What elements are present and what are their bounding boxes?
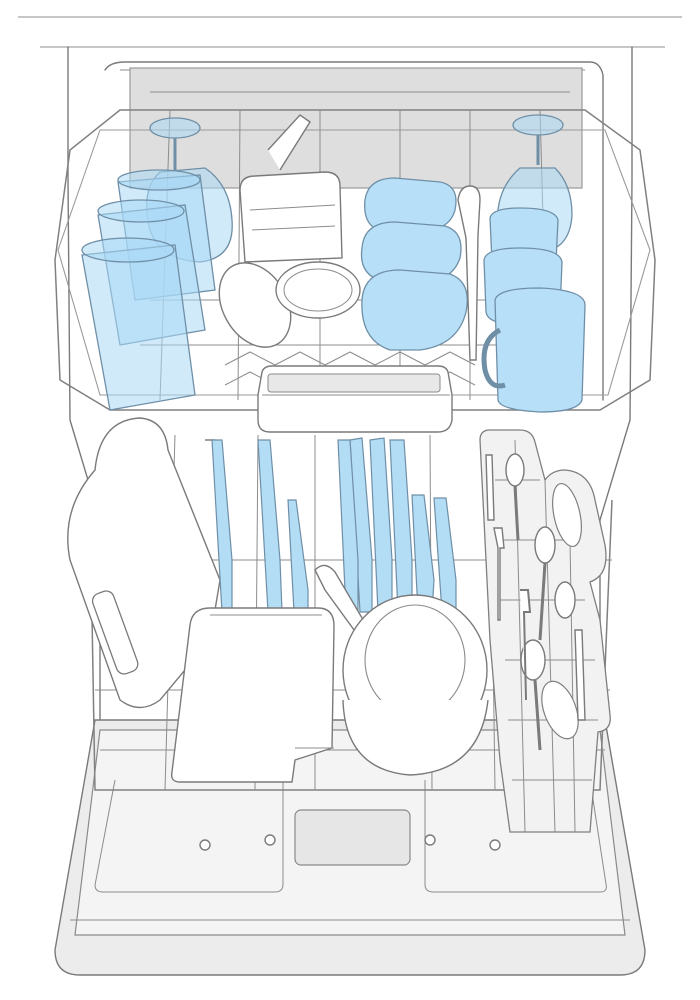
plate-7 [411,494,435,613]
spoon-1 [505,453,525,487]
container-lid-2 [275,261,361,319]
mug-3 [481,287,586,413]
serving-bowl [342,594,489,776]
baking-dish-small [257,365,453,433]
cutting-board [67,417,221,709]
storage-container [239,114,343,263]
upper-rack-frame [54,109,656,411]
silverware [485,453,586,751]
plate-2 [257,439,283,613]
spatula [457,185,481,361]
detergent-dispenser [294,809,411,866]
plates-left [211,437,457,613]
spoon-4 [554,581,576,619]
plate-8 [433,497,457,613]
knife-2 [574,629,586,721]
spoon-3 [520,639,546,681]
bowl-3 [361,269,468,351]
plate-3 [287,499,309,613]
tumbler-3 [81,237,196,411]
plate-9 [337,439,359,613]
spoon-2 [534,526,556,564]
plate-1 [211,439,233,613]
plate-6 [389,439,413,613]
casserole-dish [170,607,335,783]
fork-2 [520,589,532,701]
plate-5 [369,437,393,613]
knife-1 [485,454,495,521]
fork-1 [493,527,505,621]
